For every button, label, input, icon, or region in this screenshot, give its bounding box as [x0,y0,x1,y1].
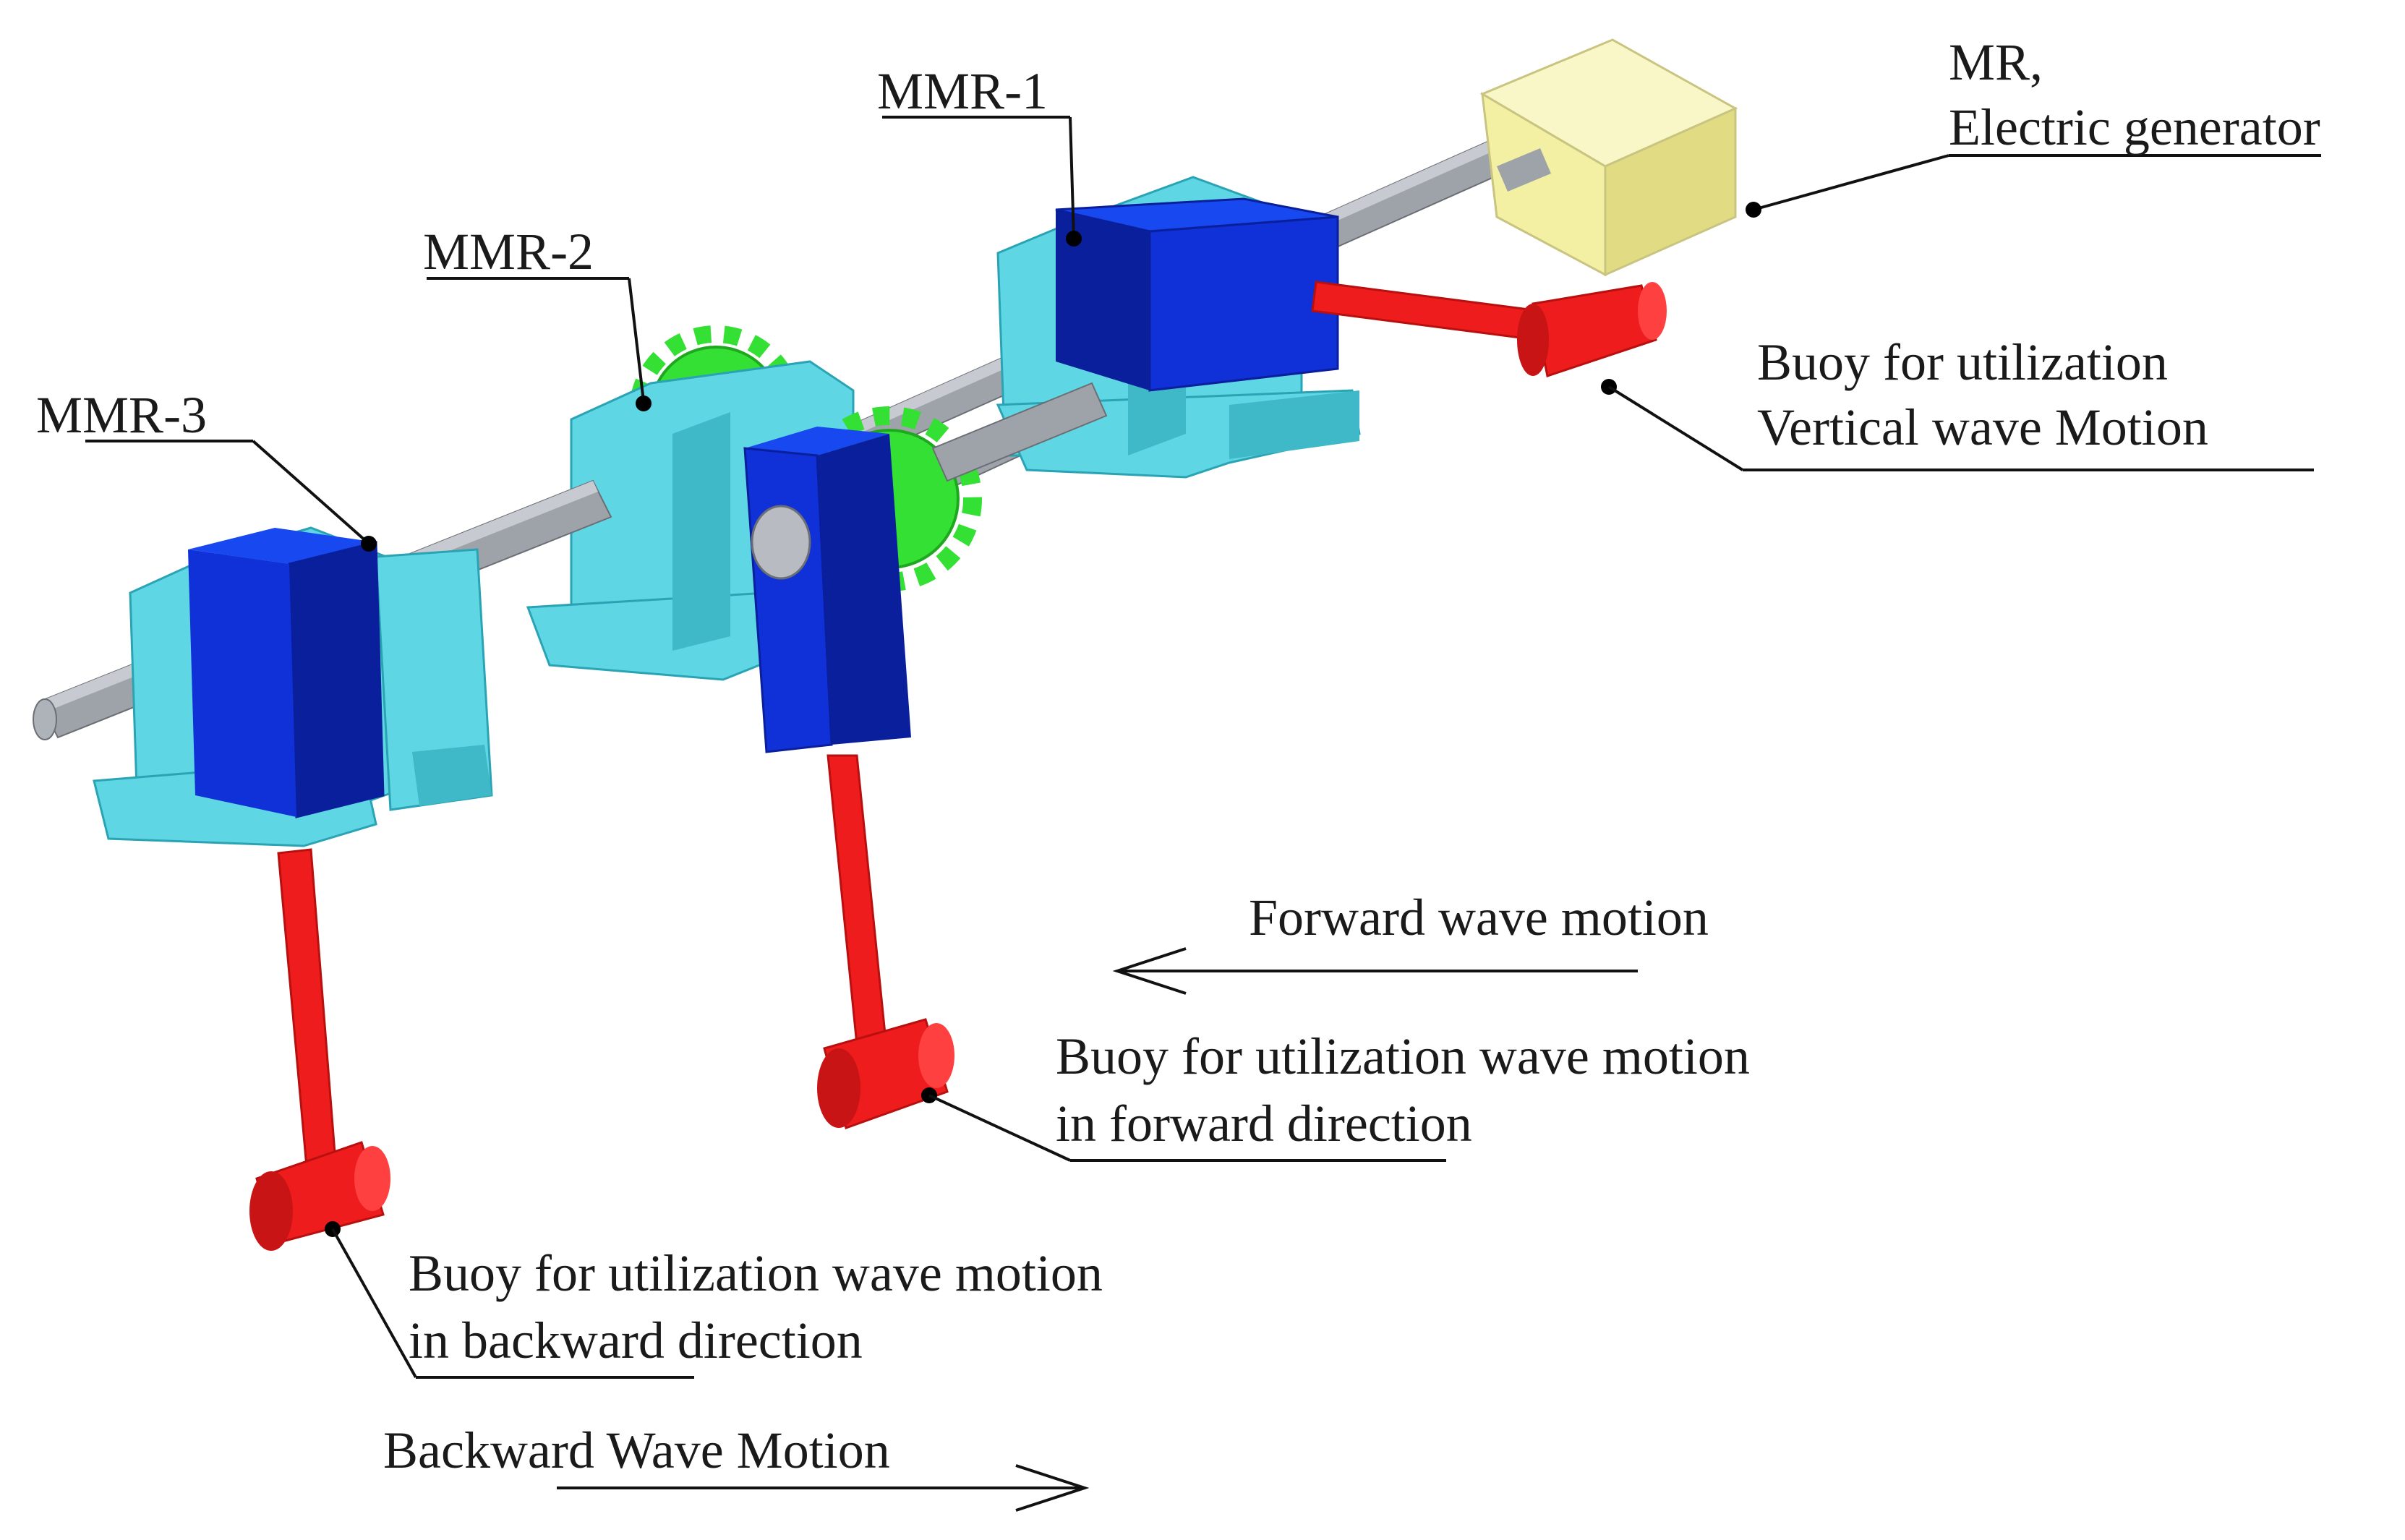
forward-wave-buoy [817,754,954,1129]
arrow-right-icon [557,1464,1090,1512]
leader-lines [85,116,2321,1379]
backward-buoy-label-line2: in backward direction [409,1312,863,1369]
vertical-wave-buoy [1311,281,1667,377]
mmr1-label: MMR-1 [877,62,1048,120]
mmr3-freewheel [188,528,385,818]
mmr1-freewheel [1055,197,1339,392]
generator-shaft-stub [1497,148,1551,192]
vertical-buoy-label-line1: Buoy for utilization [1757,333,2168,391]
generator-label-line1: MR, [1949,33,2043,91]
backward-wave-label: Backward Wave Motion [383,1421,890,1479]
backward-wave-buoy [249,848,390,1251]
generator-label-line2: Electric generator [1949,98,2320,156]
mmr3-label: MMR-3 [36,386,207,444]
electric-generator [1479,38,1738,277]
forward-buoy-label-line1: Buoy for utilization wave motion [1056,1027,1750,1085]
arrow-left-icon [1112,947,1638,995]
backward-buoy-label-line1: Buoy for utilization wave motion [409,1244,1103,1302]
forward-buoy-label-line2: in forward direction [1056,1095,1472,1152]
front-shaft-segment [931,382,1108,482]
mmr2-freewheel [743,427,911,753]
mmr2-label: MMR-2 [423,223,594,281]
forward-wave-label: Forward wave motion [1249,889,1709,946]
vertical-buoy-label-line2: Vertical wave Motion [1757,398,2208,456]
